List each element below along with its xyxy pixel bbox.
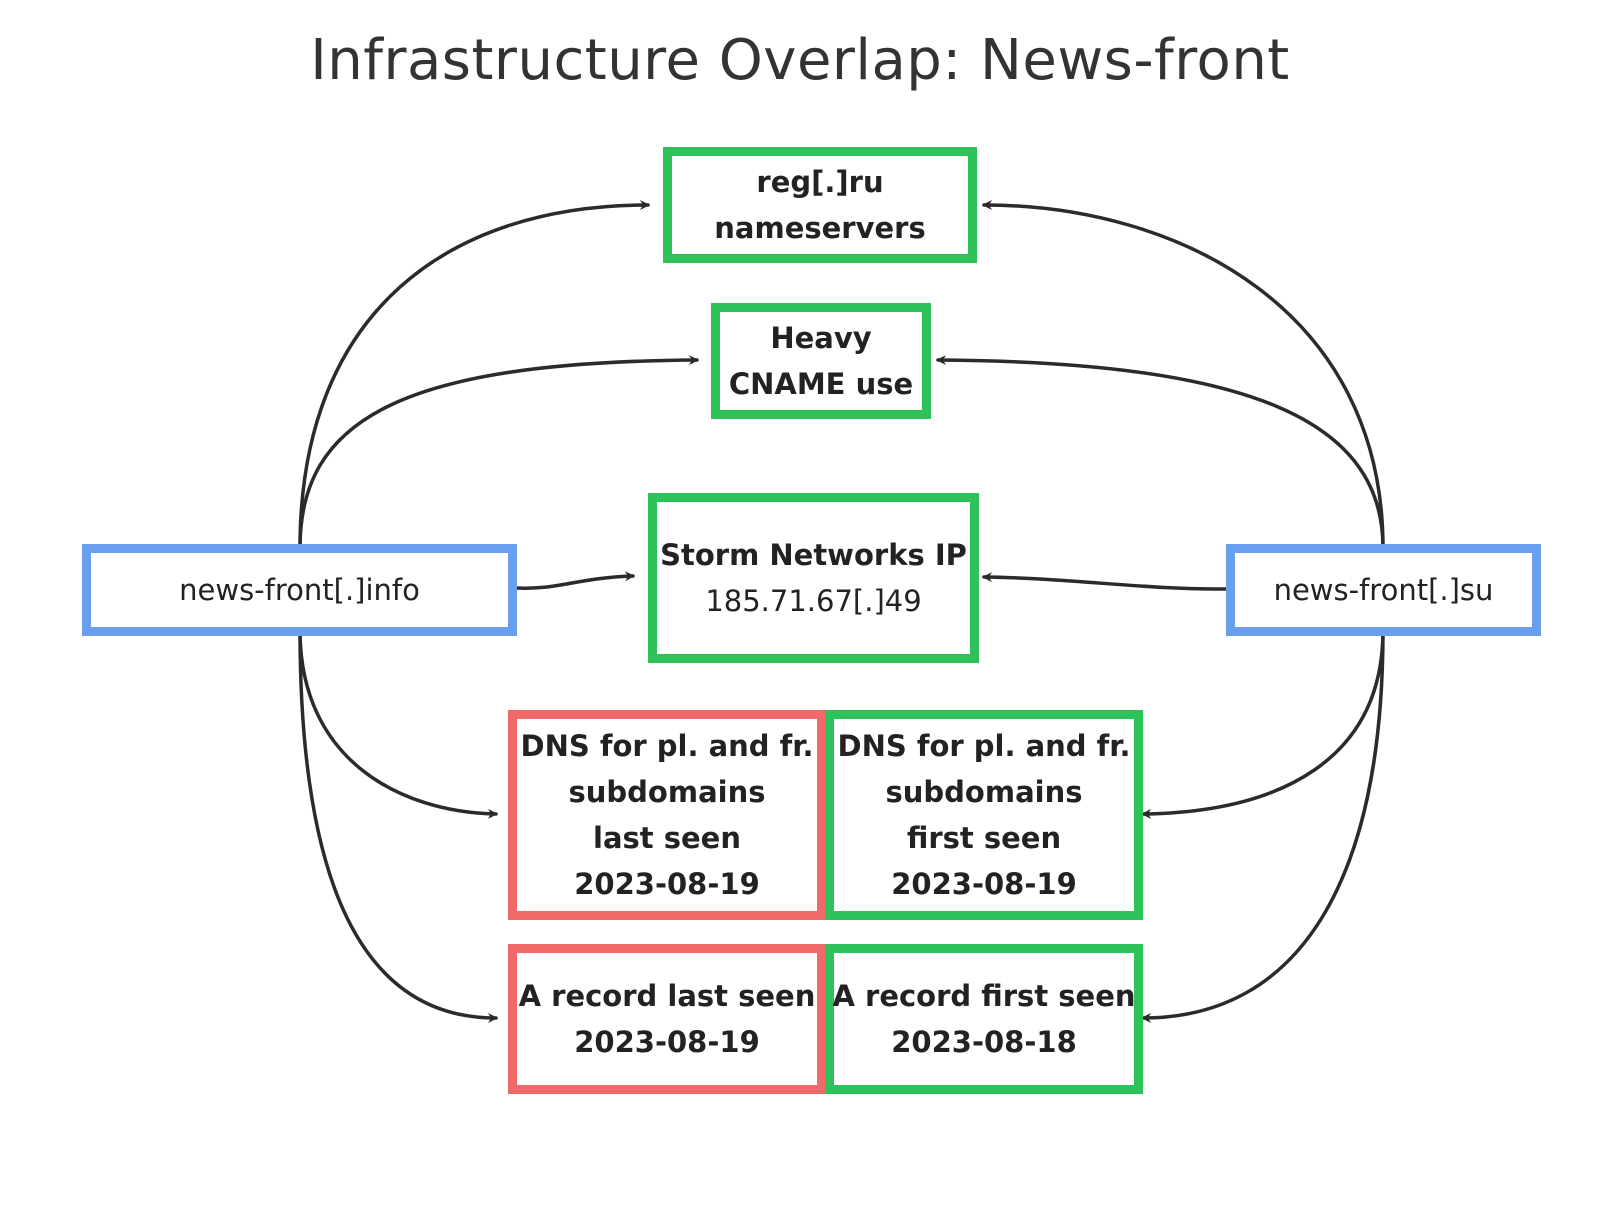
- diagram-title: Infrastructure Overlap: News-front: [310, 28, 1290, 93]
- edge-su-to-nameservers: [982, 200, 1385, 550]
- node-line: 185.71.67[.]49: [705, 584, 922, 618]
- node-line: reg[.]ru: [756, 165, 884, 199]
- node-line: Heavy: [770, 321, 872, 355]
- edge-info-to-storm-ip: [514, 571, 635, 590]
- node-news-front-su: news-front[.]su: [1226, 544, 1541, 636]
- edge-su-to-a-first: [1141, 628, 1385, 1023]
- node-line: subdomains: [568, 775, 766, 809]
- node-news-front-info: news-front[.]info: [82, 544, 517, 636]
- node-reg-ru-nameservers: reg[.]ru nameservers: [663, 147, 977, 263]
- node-line: A record last seen: [518, 979, 816, 1013]
- node-line: DNS for pl. and fr.: [520, 729, 814, 763]
- node-line: 2023-08-19: [891, 867, 1077, 901]
- node-dns-subdomains-first-seen: DNS for pl. and fr. subdomains first see…: [825, 710, 1143, 920]
- node-line: subdomains: [885, 775, 1083, 809]
- node-line: news-front[.]su: [1273, 573, 1494, 607]
- node-line: 2023-08-18: [891, 1025, 1077, 1059]
- node-a-record-first-seen: A record first seen 2023-08-18: [825, 944, 1143, 1094]
- node-heavy-cname-use: Heavy CNAME use: [711, 303, 931, 419]
- node-line: Storm Networks IP: [660, 538, 967, 572]
- node-line: first seen: [906, 821, 1062, 855]
- node-line: CNAME use: [728, 367, 914, 401]
- edge-info-to-dns-last: [298, 628, 498, 819]
- node-line: nameservers: [714, 211, 926, 245]
- edge-info-to-nameservers: [298, 200, 650, 550]
- edge-su-to-dns-first: [1141, 628, 1385, 819]
- node-a-record-last-seen: A record last seen 2023-08-19: [508, 944, 826, 1094]
- edge-info-to-a-last: [298, 628, 498, 1023]
- node-line: last seen: [593, 821, 741, 855]
- node-line: 2023-08-19: [574, 867, 760, 901]
- node-dns-subdomains-last-seen: DNS for pl. and fr. subdomains last seen…: [508, 710, 826, 920]
- edge-su-to-storm-ip: [982, 572, 1227, 591]
- node-line: DNS for pl. and fr.: [837, 729, 1131, 763]
- edge-info-to-cname: [298, 355, 699, 550]
- edge-su-to-cname: [936, 355, 1385, 550]
- node-line: A record first seen: [832, 979, 1136, 1013]
- node-line: news-front[.]info: [179, 573, 420, 607]
- node-storm-networks-ip: Storm Networks IP 185.71.67[.]49: [648, 493, 979, 663]
- node-line: 2023-08-19: [574, 1025, 760, 1059]
